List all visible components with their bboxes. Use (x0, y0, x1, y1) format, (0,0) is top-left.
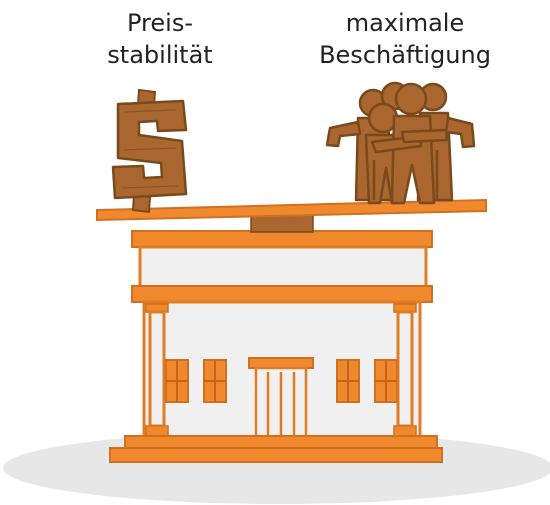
attic-wall (140, 247, 426, 287)
window-left-inner (204, 360, 226, 402)
balance-scale (97, 200, 486, 232)
label-maximum-employment-line-2: Beschäftigung (295, 39, 515, 71)
building-step-lower (110, 448, 442, 462)
entrance-door (249, 358, 313, 438)
building-step-upper (125, 436, 437, 448)
label-price-stability: Preis- stabilität (60, 7, 260, 71)
window-right-outer (375, 360, 397, 402)
label-price-stability-line-2: stabilität (60, 39, 260, 71)
window-left-outer (166, 360, 188, 402)
roof-cornice (132, 231, 432, 247)
mid-cornice (132, 286, 432, 302)
group-of-people-icon (327, 83, 474, 203)
label-price-stability-line-1: Preis- (60, 7, 260, 39)
left-column (146, 304, 168, 436)
label-maximum-employment: maximale Beschäftigung (295, 7, 515, 71)
dollar-sign-icon (113, 90, 186, 212)
label-maximum-employment-line-1: maximale (295, 7, 515, 39)
window-right-inner (337, 360, 359, 402)
central-bank-building (110, 231, 442, 462)
